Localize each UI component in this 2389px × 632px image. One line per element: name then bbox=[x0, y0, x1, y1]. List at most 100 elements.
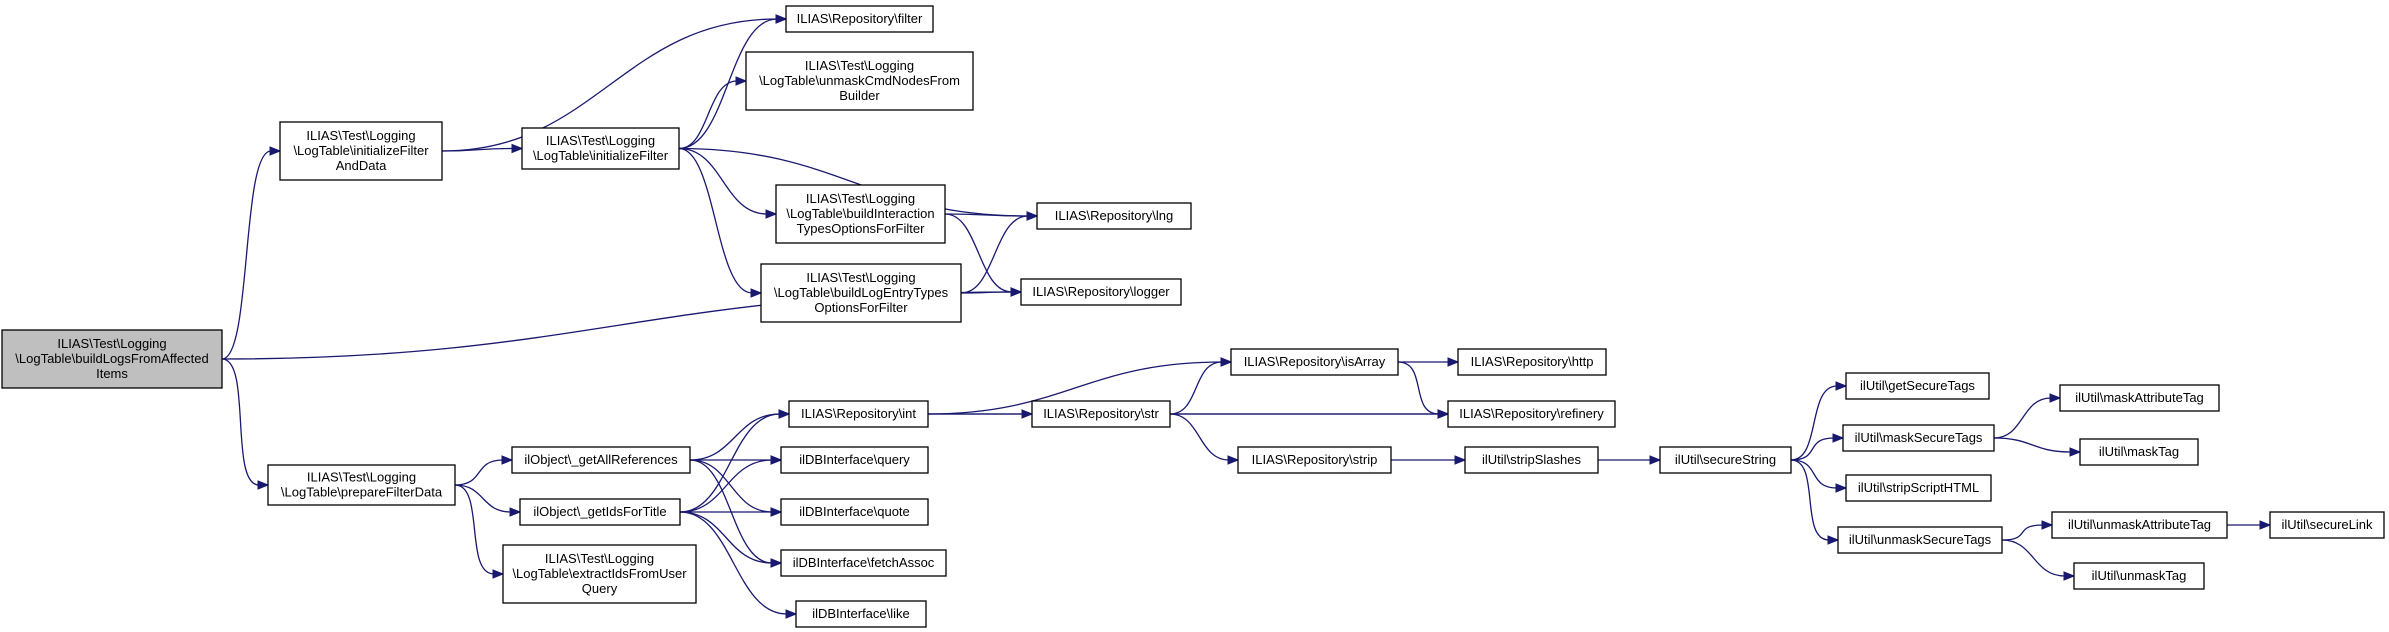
node-label: \LogTable\prepareFilterData bbox=[281, 485, 443, 500]
node-label: ilDBInterface\fetchAssoc bbox=[793, 555, 935, 570]
arrow-head-icon bbox=[2041, 520, 2054, 530]
node-label: ilUtil\stripScriptHTML bbox=[1858, 480, 1979, 495]
edge-repoStr-to-repoRefinery bbox=[1170, 409, 1450, 419]
node-getIdsForTitle[interactable]: ilObject\_getIdsForTitle bbox=[519, 498, 681, 526]
node-secureString[interactable]: ilUtil\secureString bbox=[1659, 446, 1792, 474]
node-box bbox=[1659, 446, 1792, 474]
node-repoRefinery[interactable]: ILIAS\Repository\refinery bbox=[1447, 400, 1616, 428]
arrow-head-icon bbox=[735, 76, 748, 86]
edge-prepareFilterData-to-getAllRefs bbox=[454, 455, 514, 486]
node-box bbox=[519, 498, 681, 526]
node-label: Items bbox=[96, 366, 128, 381]
node-repoLng[interactable]: ILIAS\Repository\lng bbox=[1036, 202, 1192, 230]
node-unmaskCmd[interactable]: ILIAS\Test\Logging\LogTable\unmaskCmdNod… bbox=[745, 51, 974, 111]
node-maskTag[interactable]: ilUtil\maskTag bbox=[2079, 438, 2199, 466]
node-label: ilUtil\maskAttributeTag bbox=[2075, 390, 2204, 405]
node-label: ilUtil\stripSlashes bbox=[1482, 452, 1581, 467]
edge-getIdsForTitle-to-dbQuote bbox=[679, 507, 783, 517]
node-repoStrip[interactable]: ILIAS\Repository\strip bbox=[1237, 446, 1392, 474]
arrow-head-icon bbox=[1835, 381, 1848, 391]
arrow-head-icon bbox=[257, 480, 270, 490]
node-label: OptionsForFilter bbox=[814, 300, 908, 315]
node-dbQuote[interactable]: ilDBInterface\quote bbox=[780, 498, 929, 526]
node-buildLogEntry[interactable]: ILIAS\Test\Logging\LogTable\buildLogEntr… bbox=[760, 263, 962, 323]
node-initFilterAndData[interactable]: ILIAS\Test\Logging\LogTable\initializeFi… bbox=[279, 121, 443, 181]
node-repoFilter[interactable]: ILIAS\Repository\filter bbox=[785, 5, 934, 33]
node-box bbox=[2051, 511, 2228, 539]
node-unmaskAttributeTag[interactable]: ilUtil\unmaskAttributeTag bbox=[2051, 511, 2228, 539]
node-label: ILIAS\Repository\filter bbox=[797, 11, 923, 26]
edge-buildLogEntry-to-repoLogger bbox=[960, 287, 1023, 297]
arrow-head-icon bbox=[1437, 409, 1450, 419]
node-box bbox=[1837, 526, 2003, 554]
edge-initFilter-to-unmaskCmd bbox=[678, 76, 748, 150]
node-unmaskSecureTags[interactable]: ilUtil\unmaskSecureTags bbox=[1837, 526, 2003, 554]
node-repoLogger[interactable]: ILIAS\Repository\logger bbox=[1020, 278, 1182, 306]
node-buildInteraction[interactable]: ILIAS\Test\Logging\LogTable\buildInterac… bbox=[775, 184, 946, 244]
arrow-head-icon bbox=[1827, 535, 1840, 545]
node-box bbox=[1464, 446, 1599, 474]
arrow-head-icon bbox=[2259, 520, 2272, 530]
node-label: ILIAS\Repository\isArray bbox=[1244, 354, 1386, 369]
arrow-head-icon bbox=[1220, 357, 1233, 367]
node-label: ILIAS\Test\Logging bbox=[546, 133, 655, 148]
node-label: ilDBInterface\like bbox=[812, 606, 910, 621]
node-label: ILIAS\Repository\logger bbox=[1032, 284, 1170, 299]
edge-maskSecureTags-to-maskTag bbox=[1993, 437, 2082, 457]
edge-repoStrip-to-stripSlashes bbox=[1390, 455, 1467, 465]
node-repoStr[interactable]: ILIAS\Repository\str bbox=[1031, 400, 1171, 428]
node-label: \LogTable\buildLogEntryTypes bbox=[774, 285, 949, 300]
arrow-head-icon bbox=[750, 288, 763, 298]
node-stripSlashes[interactable]: ilUtil\stripSlashes bbox=[1464, 446, 1599, 474]
edge-getIdsForTitle-to-dbQuery bbox=[679, 455, 783, 513]
arrow-head-icon bbox=[1026, 211, 1039, 221]
node-initFilter[interactable]: ILIAS\Test\Logging\LogTable\initializeFi… bbox=[521, 127, 680, 170]
node-prepareFilterData[interactable]: ILIAS\Test\Logging\LogTable\prepareFilte… bbox=[267, 464, 456, 506]
arrow-head-icon bbox=[501, 455, 514, 465]
node-box bbox=[521, 127, 680, 170]
node-label: \LogTable\buildLogsFromAffected bbox=[15, 351, 208, 366]
node-repoInt[interactable]: ILIAS\Repository\int bbox=[788, 400, 929, 428]
node-maskAttributeTag[interactable]: ilUtil\maskAttributeTag bbox=[2059, 384, 2220, 412]
node-maskSecureTags[interactable]: ilUtil\maskSecureTags bbox=[1842, 424, 1995, 452]
edge-getIdsForTitle-to-dbLike bbox=[679, 511, 798, 619]
node-box bbox=[780, 549, 947, 577]
node-stripScriptHTML[interactable]: ilUtil\stripScriptHTML bbox=[1845, 474, 1992, 502]
node-label: \LogTable\buildInteraction bbox=[786, 206, 934, 221]
arrow-head-icon bbox=[1835, 483, 1848, 493]
node-unmaskTag[interactable]: ilUtil\unmaskTag bbox=[2073, 562, 2205, 590]
node-secureLink[interactable]: ilUtil\secureLink bbox=[2269, 511, 2385, 539]
node-box bbox=[1457, 348, 1607, 376]
node-box bbox=[1447, 400, 1616, 428]
arrow-head-icon bbox=[492, 569, 505, 579]
node-box bbox=[745, 51, 974, 111]
edge-secureString-to-stripScriptHTML bbox=[1790, 459, 1848, 493]
node-dbFetchAssoc[interactable]: ilDBInterface\fetchAssoc bbox=[780, 549, 947, 577]
node-label: ILIAS\Test\Logging bbox=[57, 336, 166, 351]
node-extractIds[interactable]: ILIAS\Test\Logging\LogTable\extractIdsFr… bbox=[502, 544, 697, 604]
node-box bbox=[1845, 372, 1990, 400]
node-box bbox=[1842, 424, 1995, 452]
node-dbQuery[interactable]: ilDBInterface\query bbox=[780, 446, 929, 474]
node-dbLike[interactable]: ilDBInterface\like bbox=[795, 600, 927, 628]
arrow-head-icon bbox=[1447, 357, 1460, 367]
edge-repoIsArray-to-repoHttp bbox=[1397, 357, 1460, 367]
node-label: ilObject\_getIdsForTitle bbox=[533, 504, 666, 519]
arrow-head-icon bbox=[1227, 455, 1240, 465]
node-box bbox=[1845, 474, 1992, 502]
node-repoIsArray[interactable]: ILIAS\Repository\isArray bbox=[1230, 348, 1399, 376]
node-label: ilUtil\secureLink bbox=[2281, 517, 2373, 532]
edge-buildLogEntry-to-repoLng bbox=[960, 211, 1039, 294]
node-box bbox=[1036, 202, 1192, 230]
node-label: ILIAS\Test\Logging bbox=[806, 270, 915, 285]
edge-buildLogs-to-prepareFilterData bbox=[221, 358, 270, 490]
node-buildLogs[interactable]: ILIAS\Test\Logging\LogTable\buildLogsFro… bbox=[1, 329, 223, 389]
node-label: ilUtil\secureString bbox=[1675, 452, 1776, 467]
node-repoHttp[interactable]: ILIAS\Repository\http bbox=[1457, 348, 1607, 376]
arrow-head-icon bbox=[775, 14, 788, 24]
node-getAllRefs[interactable]: ilObject\_getAllReferences bbox=[511, 446, 691, 474]
node-getSecureTags[interactable]: ilUtil\getSecureTags bbox=[1845, 372, 1990, 400]
node-box bbox=[279, 121, 443, 181]
node-box bbox=[1031, 400, 1171, 428]
node-label: ILIAS\Test\Logging bbox=[545, 551, 654, 566]
